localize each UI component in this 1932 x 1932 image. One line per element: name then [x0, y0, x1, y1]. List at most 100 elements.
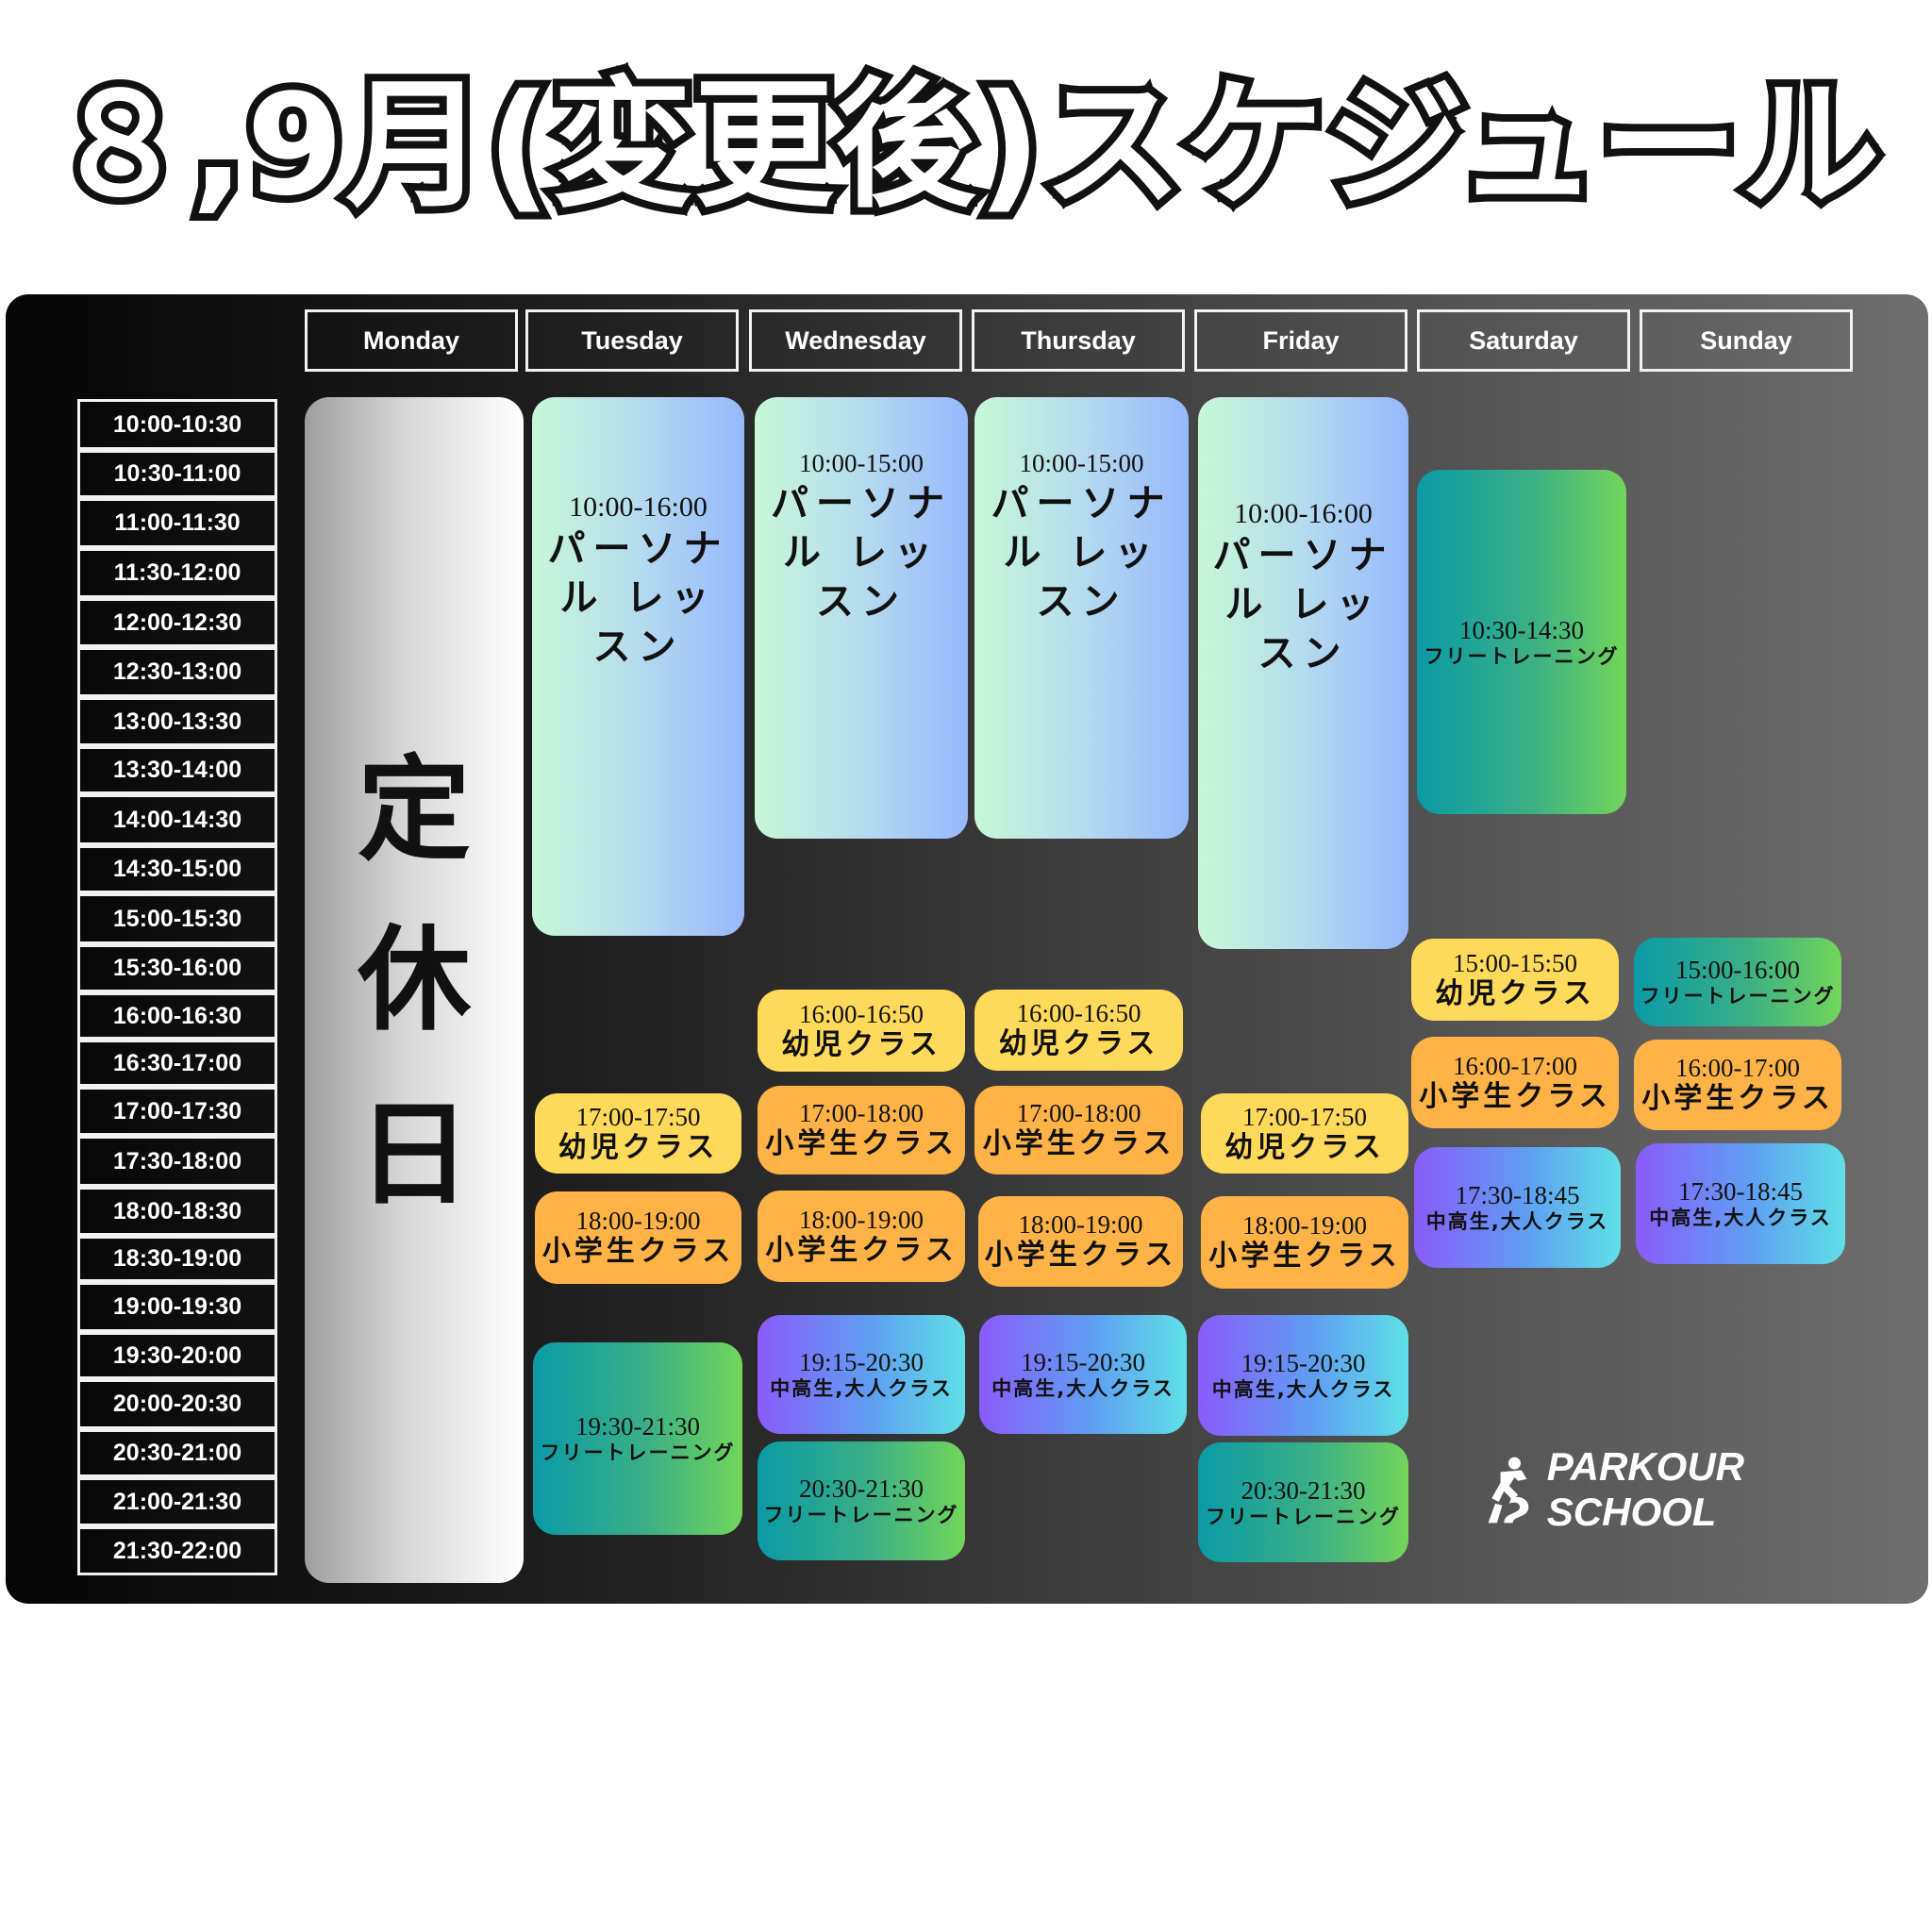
event-tuesday-personal-lesson[interactable]: 10:00-16:00 パーソナル レッスン [532, 397, 744, 936]
event-tuesday-toddler-class[interactable]: 17:00-17:50 幼児クラス [535, 1093, 741, 1174]
event-friday-free-training[interactable]: 20:30-21:30 フリートレーニング [1198, 1442, 1408, 1562]
event-name: フリートレーニング [1640, 985, 1836, 1008]
event-time: 17:00-17:50 [1242, 1102, 1367, 1131]
event-name: 小学生クラス [1208, 1240, 1401, 1274]
event-sunday-free-training[interactable]: 15:00-16:00 フリートレーニング [1634, 938, 1841, 1026]
event-time: 16:00-16:50 [1016, 999, 1141, 1028]
closed-char: 定 [358, 743, 471, 876]
event-time: 17:30-18:45 [1455, 1181, 1580, 1210]
parkour-school-logo: PARKOUR SCHOOL [1483, 1444, 1898, 1534]
time-slot: 11:30-12:00 [77, 548, 277, 598]
event-time: 20:30-21:30 [799, 1474, 924, 1504]
event-thursday-personal-lesson[interactable]: 10:00-15:00 パーソナル レッスン [974, 397, 1189, 839]
time-slot: 12:30-13:00 [77, 647, 277, 697]
event-sunday-teen-adult-class[interactable]: 17:30-18:45 中高生,大人クラス [1636, 1143, 1845, 1264]
event-name: パーソナル レッスン [1212, 533, 1394, 675]
event-time: 16:00-17:00 [1453, 1051, 1577, 1080]
time-slot: 19:30-20:00 [77, 1332, 277, 1379]
event-name: パーソナル レッスン [547, 526, 729, 669]
event-time: 17:00-18:00 [799, 1099, 924, 1128]
event-name: フリートレーニング [1206, 1505, 1401, 1528]
event-friday-elementary-class[interactable]: 18:00-19:00 小学生クラス [1201, 1196, 1408, 1289]
event-thursday-elementary-class-1[interactable]: 17:00-18:00 小学生クラス [974, 1086, 1183, 1174]
closed-char: 休 [358, 913, 471, 1046]
event-name: 小学生クラス [765, 1233, 958, 1267]
event-name: 中高生,大人クラス [1425, 1210, 1609, 1234]
time-slot: 10:00-10:30 [77, 399, 277, 450]
event-time: 18:00-19:00 [1242, 1211, 1367, 1241]
time-slot: 14:00-14:30 [77, 794, 277, 845]
time-slot: 17:30-18:00 [77, 1136, 277, 1187]
event-thursday-elementary-class-2[interactable]: 18:00-19:00 小学生クラス [978, 1196, 1183, 1287]
event-time: 15:00-16:00 [1675, 956, 1800, 985]
day-header-thursday: Thursday [972, 309, 1185, 372]
event-friday-personal-lesson[interactable]: 10:00-16:00 パーソナル レッスン [1198, 397, 1408, 949]
time-slot: 10:30-11:00 [77, 450, 277, 498]
event-time: 16:00-17:00 [1675, 1054, 1800, 1083]
day-header-sunday: Sunday [1640, 309, 1853, 372]
time-slot: 19:00-19:30 [77, 1282, 277, 1332]
closed-char: 日 [358, 1088, 471, 1221]
event-saturday-elementary-class[interactable]: 16:00-17:00 小学生クラス [1411, 1037, 1619, 1128]
day-header-monday: Monday [305, 309, 518, 372]
event-wednesday-free-training[interactable]: 20:30-21:30 フリートレーニング [758, 1441, 965, 1560]
time-slot: 13:30-14:00 [77, 746, 277, 794]
event-time: 20:30-21:30 [1241, 1475, 1366, 1505]
event-time: 17:00-18:00 [1016, 1099, 1141, 1128]
event-time: 10:00-16:00 [1234, 498, 1373, 530]
event-wednesday-toddler-class[interactable]: 16:00-16:50 幼児クラス [758, 990, 965, 1072]
event-name: 小学生クラス [984, 1239, 1177, 1273]
monday-closed-block: 定 休 日 [305, 397, 524, 1583]
time-slot: 16:30-17:00 [77, 1040, 277, 1087]
event-name: 中高生,大人クラス [770, 1377, 953, 1401]
event-wednesday-personal-lesson[interactable]: 10:00-15:00 パーソナル レッスン [755, 397, 968, 839]
event-saturday-toddler-class[interactable]: 15:00-15:50 幼児クラス [1411, 939, 1619, 1021]
time-slot: 18:00-18:30 [77, 1187, 277, 1236]
event-name: 小学生クラス [982, 1127, 1175, 1161]
time-slot: 16:00-16:30 [77, 992, 277, 1040]
event-time: 17:00-17:50 [575, 1102, 701, 1131]
event-wednesday-teen-adult-class[interactable]: 19:15-20:30 中高生,大人クラス [758, 1315, 965, 1434]
page-title: ８,9月(変更後)スケジュール [42, 64, 1888, 226]
event-tuesday-free-training[interactable]: 19:30-21:30 フリートレーニング [533, 1342, 742, 1535]
schedule-board: Monday Tuesday Wednesday Thursday Friday… [6, 294, 1928, 1604]
event-time: 18:00-19:00 [1018, 1210, 1143, 1240]
event-wednesday-elementary-class-1[interactable]: 17:00-18:00 小学生クラス [758, 1086, 965, 1174]
time-slot: 12:00-12:30 [77, 598, 277, 647]
event-sunday-elementary-class[interactable]: 16:00-17:00 小学生クラス [1634, 1040, 1841, 1130]
event-thursday-toddler-class[interactable]: 16:00-16:50 幼児クラス [974, 990, 1183, 1071]
event-time: 10:00-15:00 [1019, 449, 1144, 478]
time-slot: 20:30-21:00 [77, 1429, 277, 1477]
time-slot: 11:00-11:30 [77, 498, 277, 548]
event-time: 18:00-19:00 [799, 1205, 924, 1234]
event-name: 中高生,大人クラス [1649, 1207, 1832, 1230]
event-name: 小学生クラス [1641, 1082, 1834, 1116]
event-friday-teen-adult-class[interactable]: 19:15-20:30 中高生,大人クラス [1198, 1315, 1408, 1436]
day-header-friday: Friday [1194, 309, 1407, 372]
day-header-wednesday: Wednesday [749, 309, 962, 372]
event-tuesday-elementary-class[interactable]: 18:00-19:00 小学生クラス [535, 1191, 741, 1284]
event-name: 中高生,大人クラス [991, 1377, 1174, 1401]
event-saturday-teen-adult-class[interactable]: 17:30-18:45 中高生,大人クラス [1414, 1147, 1621, 1268]
event-thursday-teen-adult-class[interactable]: 19:15-20:30 中高生,大人クラス [979, 1315, 1187, 1434]
event-name: パーソナル レッスン [991, 481, 1173, 624]
event-name: フリートレーニング [763, 1504, 959, 1527]
event-friday-toddler-class[interactable]: 17:00-17:50 幼児クラス [1201, 1093, 1408, 1174]
event-name: 幼児クラス [1435, 976, 1595, 1010]
event-time: 16:00-16:50 [799, 999, 924, 1028]
event-name: 幼児クラス [998, 1027, 1159, 1061]
event-saturday-free-training[interactable]: 10:30-14:30 フリートレーニング [1417, 470, 1626, 814]
event-time: 10:30-14:30 [1459, 615, 1584, 644]
event-time: 15:00-15:50 [1453, 948, 1577, 977]
event-name: 中高生,大人クラス [1211, 1378, 1395, 1402]
event-name: 小学生クラス [541, 1235, 735, 1269]
event-time: 17:30-18:45 [1678, 1177, 1803, 1207]
event-time: 19:15-20:30 [799, 1348, 924, 1377]
day-header-tuesday: Tuesday [525, 309, 739, 372]
event-wednesday-elementary-class-2[interactable]: 18:00-19:00 小学生クラス [758, 1191, 965, 1282]
time-slot: 18:30-19:00 [77, 1236, 277, 1282]
logo-text: PARKOUR SCHOOL [1546, 1444, 1744, 1534]
event-time: 10:00-16:00 [569, 491, 708, 524]
time-slot: 20:00-20:30 [77, 1379, 277, 1429]
time-slot: 17:00-17:30 [77, 1087, 277, 1136]
